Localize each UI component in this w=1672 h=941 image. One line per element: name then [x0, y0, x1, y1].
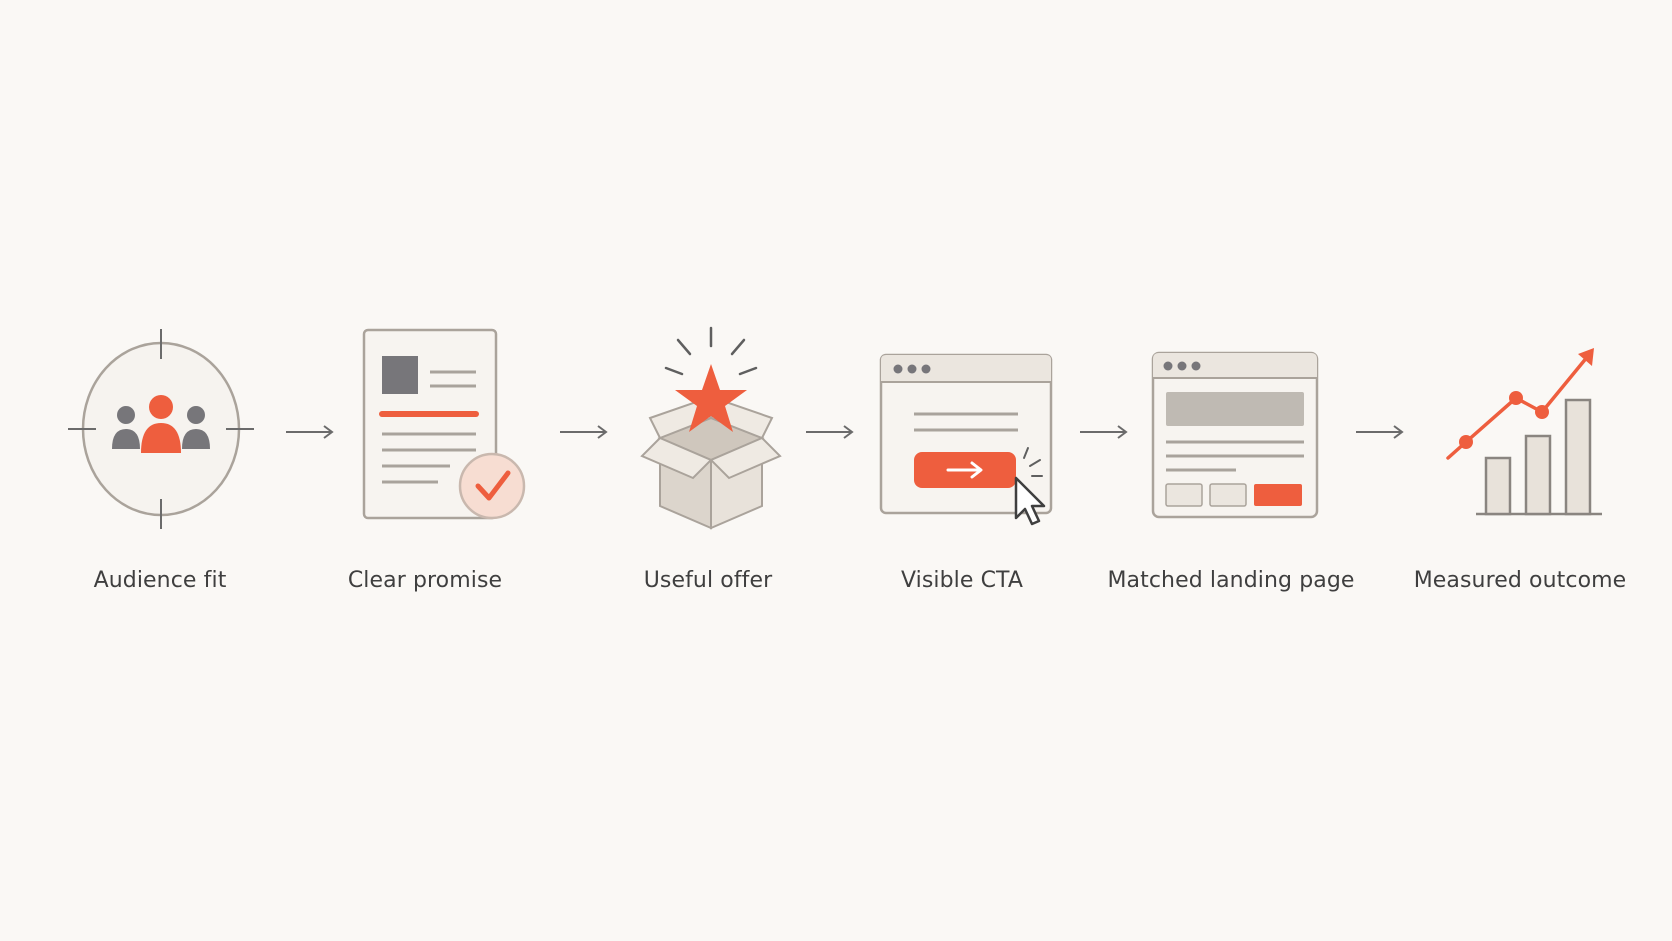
step-label-useful-offer: Useful offer: [643, 568, 773, 593]
arrow-right-icon: [1356, 425, 1404, 439]
audience-target-icon: [68, 329, 254, 529]
landing-page-icon: [1151, 351, 1319, 519]
arrow-right-icon: [806, 425, 854, 439]
arrow-right-icon: [560, 425, 608, 439]
step-label-clear-promise: Clear promise: [347, 568, 503, 593]
gift-box-star-icon: [640, 326, 782, 530]
step-label-matched-landing-page: Matched landing page: [1107, 568, 1355, 593]
step-label-visible-cta: Visible CTA: [900, 568, 1024, 593]
arrow-right-icon: [286, 425, 334, 439]
document-check-icon: [362, 328, 526, 520]
step-label-audience-fit: Audience fit: [93, 568, 227, 593]
growth-chart-icon: [1446, 348, 1602, 516]
arrow-right-icon: [1080, 425, 1128, 439]
step-label-measured-outcome: Measured outcome: [1413, 568, 1627, 593]
browser-cta-click-icon: [879, 353, 1053, 526]
